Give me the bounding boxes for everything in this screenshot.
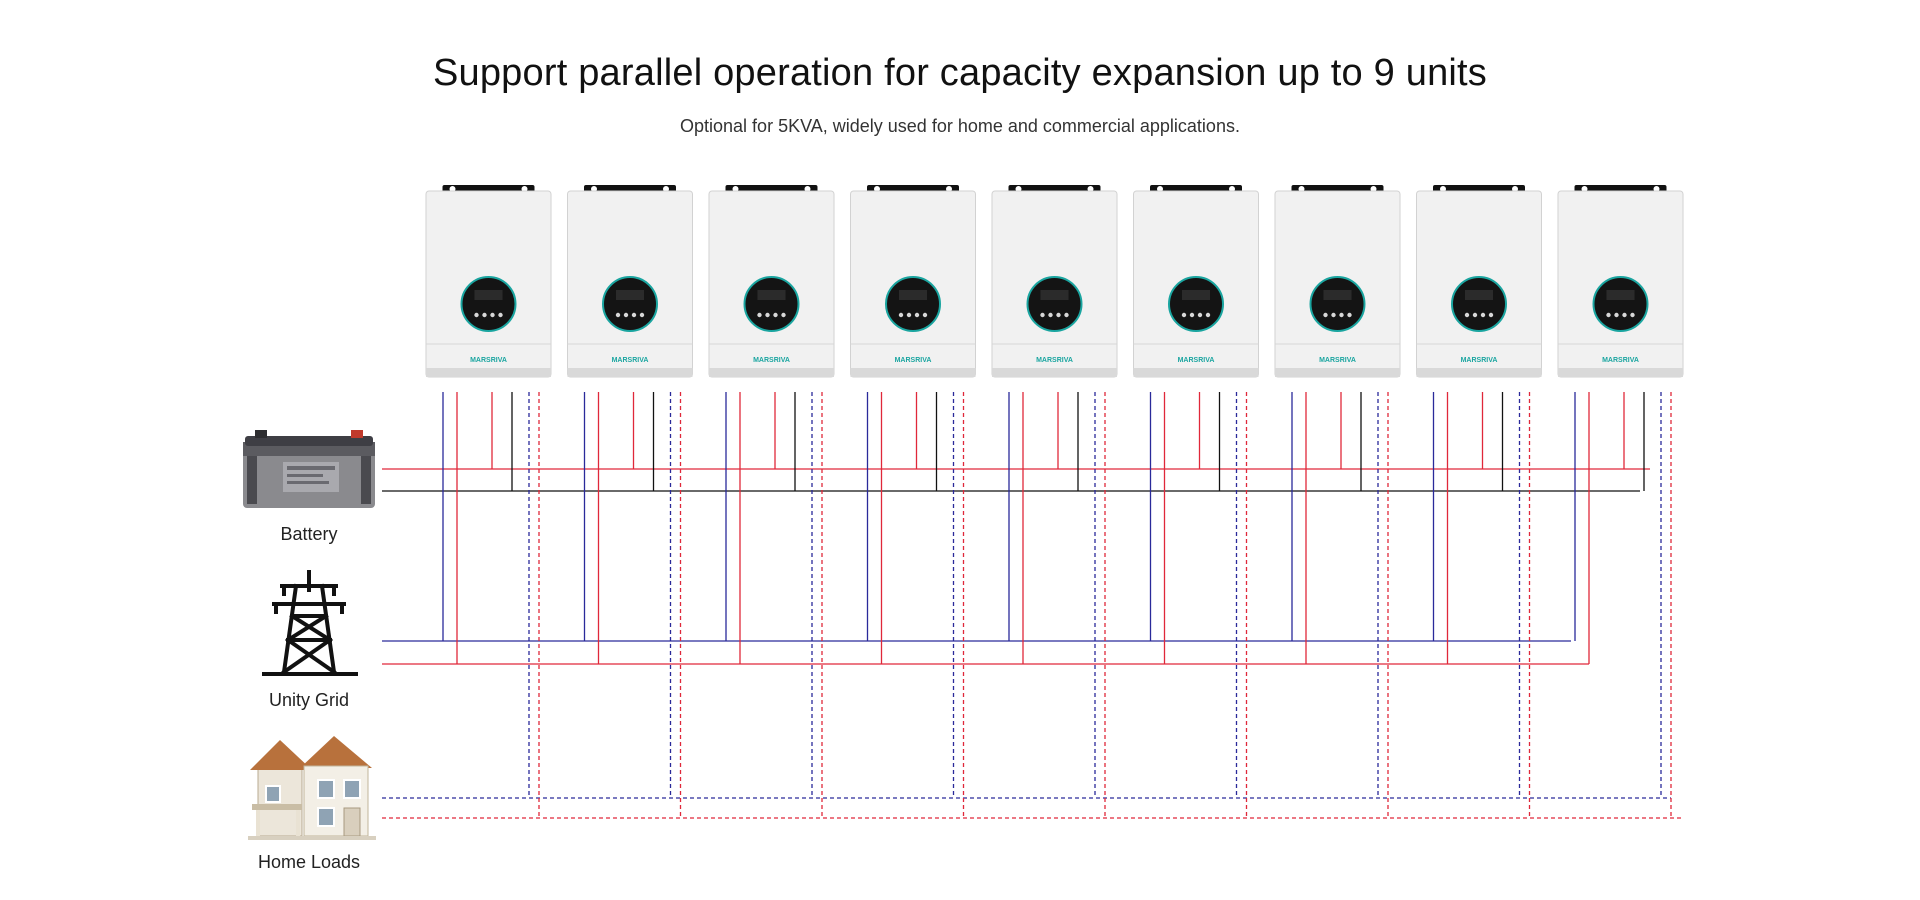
power-tower-icon (262, 570, 358, 676)
inverter-unit: MARSRIVA (425, 185, 552, 378)
inverter-display (743, 276, 800, 332)
inverter-brand-label: MARSRIVA (1602, 357, 1639, 364)
inverter-brand-label: MARSRIVA (895, 357, 932, 364)
inverter-display (1451, 276, 1507, 332)
inverter-display (602, 276, 658, 332)
inverter-display (885, 276, 941, 332)
inverter-unit: MARSRIVA (708, 185, 835, 378)
inverter-row: MARSRIVA MARSRIVA MARSRIVA MARSRIVA MARSRIVA… (425, 185, 1684, 378)
wiring-layer (382, 392, 1681, 819)
grid-label: Unity Grid (269, 690, 349, 710)
inverter-brand-label: MARSRIVA (1178, 357, 1215, 364)
inverter-brand-label: MARSRIVA (1319, 357, 1356, 364)
inverter-unit: MARSRIVA (1557, 185, 1684, 378)
inverter-unit: MARSRIVA (1133, 185, 1259, 378)
inverter-unit: MARSRIVA (1274, 185, 1401, 378)
house-icon (248, 736, 376, 840)
inverter-unit: MARSRIVA (1416, 185, 1542, 378)
inverter-unit: MARSRIVA (850, 185, 976, 378)
inverter-display (1168, 276, 1224, 332)
inverter-unit: MARSRIVA (567, 185, 693, 378)
inverter-brand-label: MARSRIVA (1036, 357, 1073, 364)
battery-icon (243, 430, 375, 508)
inverter-unit: MARSRIVA (991, 185, 1118, 378)
inverter-brand-label: MARSRIVA (612, 357, 649, 364)
inverter-brand-label: MARSRIVA (753, 357, 790, 364)
inverter-display (460, 276, 517, 332)
home-loads-label: Home Loads (258, 852, 360, 872)
inverter-brand-label: MARSRIVA (1461, 357, 1498, 364)
page-subtitle: Optional for 5KVA, widely used for home … (680, 116, 1240, 136)
inverter-display (1592, 276, 1649, 332)
page-title: Support parallel operation for capacity … (432, 52, 1488, 94)
inverter-brand-label: MARSRIVA (470, 357, 507, 364)
battery-label: Battery (280, 524, 337, 544)
inverter-display (1309, 276, 1366, 332)
inverter-display (1026, 276, 1083, 332)
